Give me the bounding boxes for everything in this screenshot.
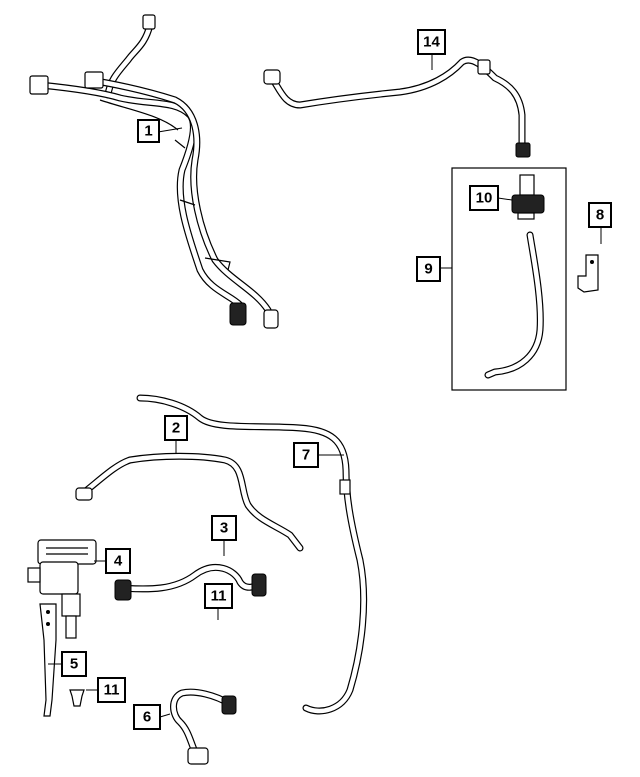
part-3-hose [114, 563, 267, 601]
callout-11-lower: 11 [97, 677, 126, 703]
svg-text:1: 1 [144, 123, 152, 140]
callout-6: 6 [133, 704, 161, 730]
callout-7: 7 [293, 442, 319, 468]
kit-group-box [451, 167, 567, 391]
svg-text:3: 3 [220, 520, 228, 537]
part-4-pump [27, 539, 97, 639]
svg-text:10: 10 [476, 190, 493, 207]
callout-3: 3 [211, 515, 237, 541]
part-6-hose [170, 688, 237, 765]
part-5-bracket [39, 603, 57, 717]
svg-text:5: 5 [70, 656, 78, 673]
callout-11-upper: 11 [204, 583, 233, 609]
callout-5: 5 [61, 651, 87, 677]
callout-10: 10 [469, 185, 499, 211]
svg-text:9: 9 [424, 261, 432, 278]
part-11-pin [69, 689, 85, 707]
part-14-line [263, 56, 531, 158]
part-1-harness [29, 14, 279, 329]
callout-4: 4 [105, 548, 131, 574]
callout-14: 14 [417, 29, 446, 55]
part-2-hose [75, 452, 304, 552]
svg-text:8: 8 [596, 207, 604, 224]
part-10-valve [511, 174, 545, 220]
callout-8: 8 [588, 202, 612, 228]
leader-lines [48, 55, 602, 718]
svg-text:7: 7 [302, 447, 310, 464]
part-8-bracket [577, 254, 599, 293]
part-7-line [136, 394, 368, 715]
svg-text:11: 11 [104, 682, 120, 699]
callout-1: 1 [137, 119, 160, 143]
svg-text:4: 4 [114, 553, 123, 570]
part-9-hose [484, 231, 544, 379]
svg-text:6: 6 [143, 709, 151, 726]
svg-text:14: 14 [423, 34, 440, 51]
callout-2: 2 [164, 415, 188, 441]
callout-9: 9 [416, 256, 441, 282]
svg-text:2: 2 [172, 420, 180, 437]
svg-text:11: 11 [211, 588, 227, 605]
